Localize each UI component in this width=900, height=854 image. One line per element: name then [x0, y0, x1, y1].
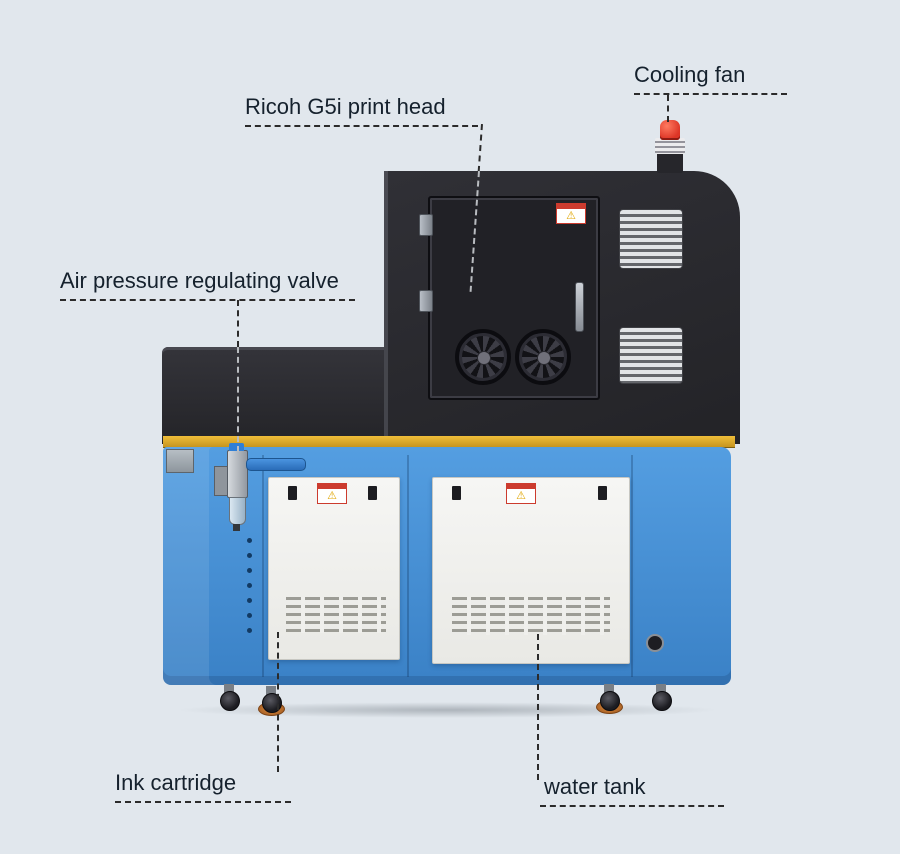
- panel-latch: [368, 486, 377, 500]
- cabinet-seam: [631, 455, 633, 677]
- door-hinge-bottom: [419, 290, 433, 312]
- caster-wheel-disc: [600, 691, 620, 711]
- panel-louver-vent: [452, 597, 610, 635]
- leveling-foot: [596, 684, 623, 716]
- machine-left-body: [162, 347, 390, 444]
- fan-hub: [537, 351, 551, 365]
- screw-row: [247, 538, 252, 633]
- vent-grille-top: [620, 210, 682, 268]
- valve-drain: [233, 524, 240, 531]
- caster-stem: [266, 686, 276, 695]
- screw: [247, 568, 252, 573]
- label-air-valve: Air pressure regulating valve: [60, 268, 355, 301]
- vent-grille-bottom: [620, 328, 682, 383]
- screw: [247, 553, 252, 558]
- caster-stem: [656, 684, 666, 693]
- warning-icon: ⚠: [327, 489, 337, 502]
- warning-sticker: ⚠: [317, 483, 347, 504]
- yellow-divider-strip: [163, 436, 735, 447]
- leader-line-print-head: [477, 124, 483, 173]
- leader-line-air-valve: [237, 347, 239, 452]
- warning-sticker: ⚠: [556, 203, 586, 224]
- warning-icon: ⚠: [566, 209, 576, 222]
- caster-wheel-disc: [220, 691, 240, 711]
- panel-latch: [288, 486, 297, 500]
- label-ink-cartridge: Ink cartridge: [115, 770, 292, 803]
- water-tank-panel: [432, 477, 630, 664]
- label-print-head: Ricoh G5i print head: [245, 94, 478, 127]
- warning-sticker: ⚠: [506, 483, 536, 504]
- cooling-fan-left: [455, 329, 511, 385]
- leader-line-cooling-fan: [667, 95, 669, 122]
- valve-body: [227, 450, 248, 498]
- leveling-foot: [258, 686, 285, 718]
- screw: [247, 583, 252, 588]
- screw: [247, 628, 252, 633]
- fan-hub: [477, 351, 491, 365]
- panel-louver-vent: [286, 597, 386, 633]
- floor-shadow: [175, 702, 720, 718]
- caster-stem: [604, 684, 614, 693]
- label-water-tank: water tank: [540, 774, 724, 807]
- leader-line-water-tank: [537, 634, 539, 780]
- door-handle: [575, 282, 584, 332]
- warning-icon: ⚠: [516, 489, 526, 502]
- leader-line-air-valve: [237, 300, 239, 347]
- signal-lamp-band: [655, 138, 685, 154]
- valve-cap: [229, 443, 244, 451]
- label-cooling-fan: Cooling fan: [634, 62, 788, 95]
- screw: [247, 598, 252, 603]
- cooling-fan-right: [515, 329, 571, 385]
- leader-line-ink-cartridge: [277, 632, 279, 772]
- panel-latch: [598, 486, 607, 500]
- caster-wheel-disc: [262, 693, 282, 713]
- caster-wheel: [648, 684, 674, 716]
- cabinet-seam: [262, 455, 264, 677]
- screw: [247, 538, 252, 543]
- valve-bowl: [229, 497, 246, 525]
- signal-lamp: [660, 120, 680, 140]
- door-hinge-top: [419, 214, 433, 236]
- caster-stem: [224, 684, 234, 693]
- screw: [247, 613, 252, 618]
- signal-lamp-base: [657, 152, 683, 173]
- cable-connector: [646, 634, 664, 652]
- panel-latch: [452, 486, 461, 500]
- caster-wheel-disc: [652, 691, 672, 711]
- valve-handle: [246, 458, 306, 471]
- caster-wheel: [216, 684, 242, 716]
- side-plate: [166, 449, 194, 473]
- cabinet-seam: [407, 455, 409, 677]
